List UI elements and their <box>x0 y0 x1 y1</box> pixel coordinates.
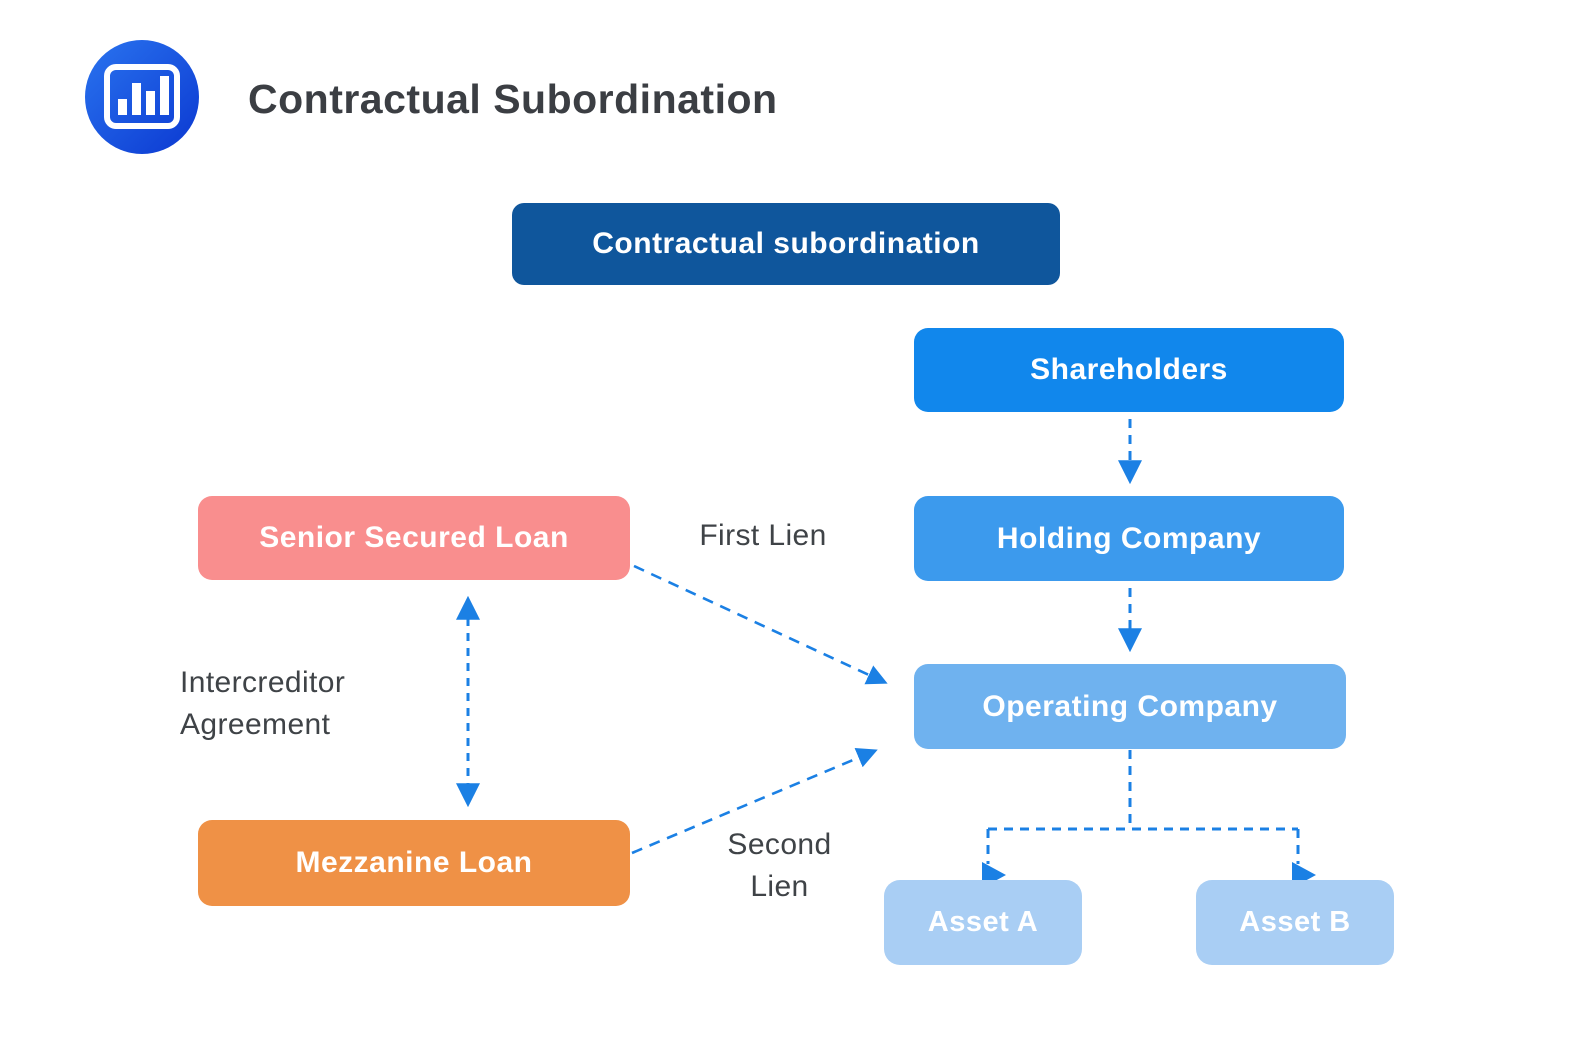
label-second-lien: Second Lien <box>727 828 832 903</box>
bar-chart-icon <box>85 40 199 154</box>
node-contractual-subordination: Contractual subordination <box>512 203 1060 285</box>
node-operating-company: Operating Company <box>914 664 1346 749</box>
brand-logo <box>85 40 199 154</box>
label-first-lien: First Lien <box>699 519 827 552</box>
node-mezzanine-loan: Mezzanine Loan <box>198 820 630 906</box>
node-asset-b: Asset B <box>1196 880 1394 965</box>
connector-operating-to-assets <box>986 750 1300 864</box>
node-shareholders: Shareholders <box>914 328 1344 412</box>
page-title: Contractual Subordination <box>248 76 778 122</box>
header: Contractual Subordination <box>0 0 1590 170</box>
node-senior-secured-loan: Senior Secured Loan <box>198 496 630 580</box>
node-holding-company: Holding Company <box>914 496 1344 581</box>
label-intercreditor-agreement: Intercreditor Agreement <box>180 666 346 741</box>
node-asset-a: Asset A <box>884 880 1082 965</box>
arrow-first-lien <box>633 564 888 685</box>
